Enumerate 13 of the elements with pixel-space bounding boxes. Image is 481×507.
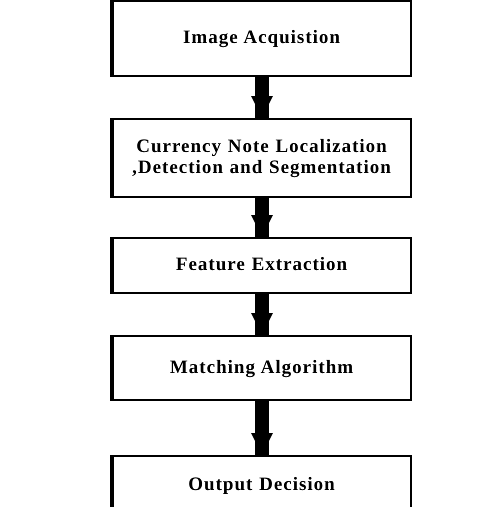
step-label: Image Acquistion [183, 28, 341, 49]
arrow [251, 294, 273, 335]
process-box [110, 237, 412, 294]
process-box [110, 335, 412, 401]
step-label: Matching Algorithm [170, 358, 354, 378]
step-label: Feature Extraction [176, 255, 348, 276]
step-label: Currency Note Localization ,Detection and Segmentation [131, 137, 393, 179]
arrow [251, 198, 273, 237]
step-label: Output Decision [188, 474, 336, 496]
process-box [110, 455, 412, 507]
process-box [110, 118, 412, 198]
arrow [251, 77, 273, 118]
process-box [110, 0, 412, 77]
